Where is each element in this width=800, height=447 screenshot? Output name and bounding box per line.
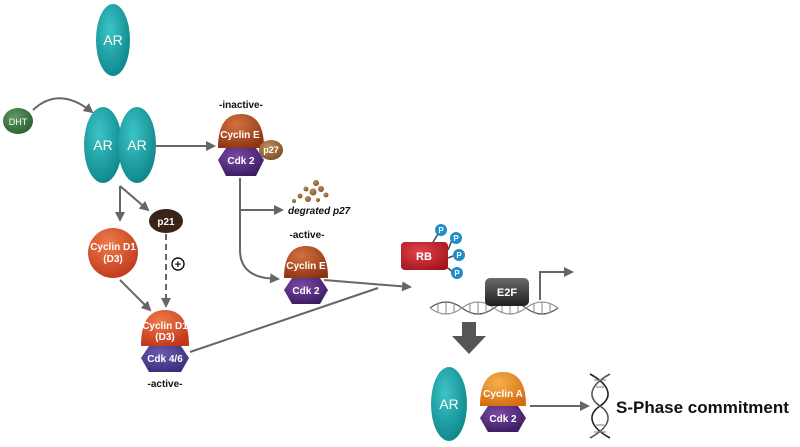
cyclin-e-active-label: Cyclin E [286,261,326,272]
cdk46-label: Cdk 4/6 [147,354,183,365]
arrow-inactive-to-active [239,178,280,284]
ar-dimer: AR AR [84,107,156,183]
rb-protein: RB [401,233,454,273]
phosphate-2-label: P [453,234,459,243]
inactive-label: -inactive- [219,100,263,111]
cyclin-d1-cdk46-complex: Cyclin D1 (D3) Cdk 4/6 [141,310,189,372]
p21-protein: p21 [149,209,183,233]
degraded-p27-dots [292,180,329,203]
dht-molecule: DHT [3,108,33,134]
cdk2-active-label: Cdk 2 [292,286,320,297]
big-down-arrow [452,322,486,354]
phosphate-group-4: P [451,267,463,279]
arrow-cyclin-d1-to-complex [119,279,152,312]
cyclin-e-inactive-label: Cyclin E [220,130,260,141]
cyclin-d1-complex-line2: (D3) [155,332,174,343]
ar-dimer-right-label: AR [127,137,146,153]
cdk2-bottom-label: Cdk 2 [489,414,517,425]
active-bottom-label: -active- [147,379,182,390]
arrow-cyclin-e-to-rb [323,279,412,292]
arrow-cdk46-to-rb [189,287,379,353]
cyclin-a-cdk2-complex: Cyclin A Cdk 2 [480,372,526,432]
cyclin-e-cdk2-inactive-complex: Cyclin E Cdk 2 p27 [218,114,283,176]
plus-sign-label: + [175,259,181,271]
ar-monomer-bottom: AR [431,367,467,441]
cyclin-d1-free-line1: Cyclin D1 [90,242,136,253]
phosphate-3-label: P [456,251,462,260]
p21-label: p21 [157,217,175,228]
p27-label: p27 [263,145,279,155]
ar-monomer-top: AR [96,4,130,76]
active-mid-label: -active- [289,230,324,241]
e2f-factor: E2F [485,278,529,306]
cdk2-inactive-label: Cdk 2 [227,156,255,167]
arrow-e2f-transcription [539,267,574,300]
rb-label: RB [416,251,432,263]
degraded-p27-label: degrated p27 [288,206,351,217]
dna-strand [429,301,559,315]
dht-label: DHT [9,117,28,127]
cyclin-e-cdk2-active-complex: Cyclin E Cdk 2 [284,246,328,304]
dna-helix-icon [589,373,611,439]
cyclin-a-label: Cyclin A [483,389,523,400]
phosphate-4-label: P [454,269,460,278]
e2f-label: E2F [497,287,517,299]
s-phase-label: S-Phase commitment [616,398,789,417]
phosphate-1-label: P [438,226,444,235]
ar-dimer-left-label: AR [93,137,112,153]
cyclin-d1-free: Cyclin D1 (D3) [88,228,138,278]
plus-sign-circle: + [171,257,185,271]
ar-top-label: AR [103,32,122,48]
phosphate-group-3: P [453,249,465,261]
ar-bottom-label: AR [439,396,458,412]
connectors [32,97,590,411]
arrow-ar-to-p21 [119,185,150,212]
cyclin-d1-complex-line1: Cyclin D1 [142,321,188,332]
arrow-dht-to-ar [32,97,94,114]
phosphate-group-1: P [435,224,447,236]
phosphate-group-2: P [450,232,462,244]
cyclin-d1-free-line2: (D3) [103,254,122,265]
